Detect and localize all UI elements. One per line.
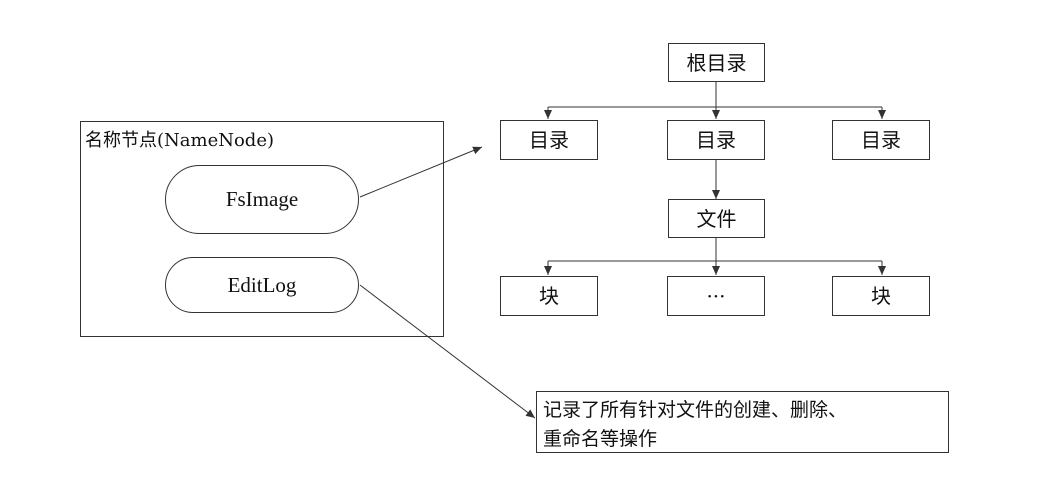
directory-node-middle: 目录 [667,120,765,160]
editlog-note: 记录了所有针对文件的创建、删除、 重命名等操作 [536,391,949,453]
editlog-to-note-arrow [359,284,536,419]
fsimage-to-tree-arrow [359,146,483,198]
note-line-2: 重命名等操作 [543,428,658,450]
fsimage-node: FsImage [165,165,359,234]
file-node: 文件 [668,199,765,238]
namenode-frame: 名称节点(NameNode) [80,121,444,337]
note-line-1: 记录了所有针对文件的创建、删除、 [543,399,848,421]
directory-node-left: 目录 [500,120,598,160]
block-node-middle: ··· [667,276,765,316]
block-node-right: 块 [832,276,930,316]
namenode-title: 名称节点(NameNode) [85,130,275,151]
editlog-node: EditLog [165,257,359,313]
root-directory-node: 根目录 [668,43,765,82]
block-node-left: 块 [500,276,598,316]
directory-node-right: 目录 [832,120,930,160]
